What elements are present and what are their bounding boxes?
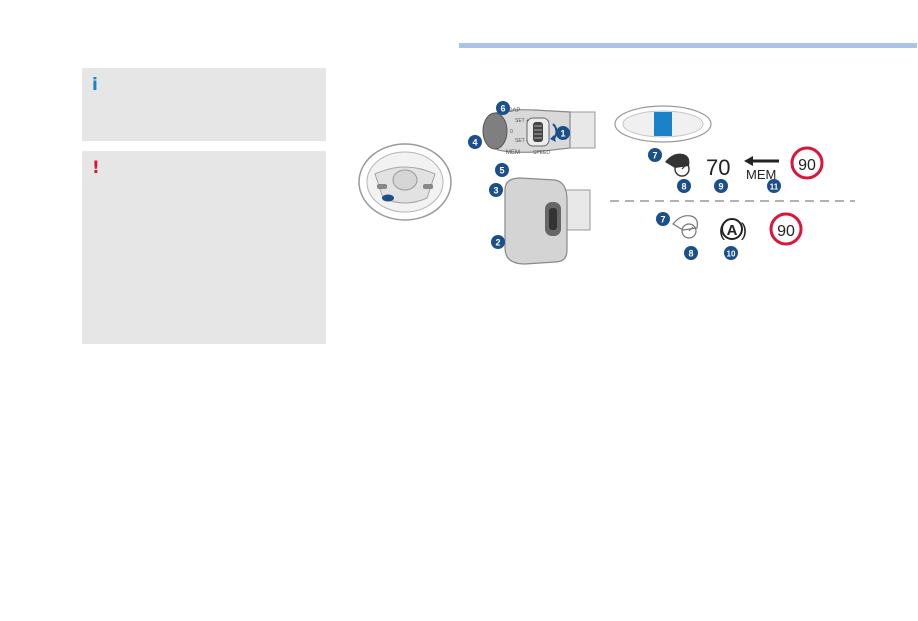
callout-11: 11 [767, 179, 781, 193]
speed-limit-sign [790, 146, 824, 180]
cruise-lever-side: CAP MEM SET + SET - 0 SPEED [482, 108, 596, 156]
svg-text:5: 5 [499, 166, 504, 176]
lever-location-highlight [382, 194, 394, 202]
speed-limit-value-1: 90 [798, 157, 816, 174]
display-row-active: 70 MEM 90 [665, 146, 824, 182]
set-minus-label: SET - [515, 138, 528, 144]
section-divider [459, 43, 917, 48]
svg-text:7: 7 [660, 215, 665, 225]
callout-2: 2 [491, 235, 505, 249]
mem-label: MEM [506, 150, 520, 156]
callouts: 6 4 5 1 3 2 7 8 9 11 7 8 10 [468, 101, 781, 260]
warning-note-box: ! [82, 151, 326, 344]
callout-1: 1 [556, 126, 570, 140]
callout-5: 5 [495, 163, 509, 177]
info-note-box: i [82, 68, 326, 141]
svg-text:3: 3 [493, 186, 498, 196]
cruise-control-icon [665, 153, 690, 168]
svg-text:1: 1 [560, 129, 565, 139]
figure-illustration: CAP MEM SET + SET - 0 SPEED 70 [358, 101, 855, 265]
callout-8-bottom: 8 [684, 246, 698, 260]
cap-label: CAP [508, 108, 520, 114]
speed-limit-value-2: 90 [777, 223, 795, 240]
auto-mode-close-paren: ) [741, 220, 747, 240]
callout-4: 4 [468, 135, 482, 149]
callout-7-top: 7 [648, 148, 662, 162]
warning-icon: ! [92, 158, 100, 178]
svg-text:8: 8 [688, 249, 693, 259]
svg-text:4: 4 [472, 138, 477, 148]
auto-mode-symbol: A [727, 222, 738, 239]
callout-10: 10 [724, 246, 738, 260]
speed-limit-sign-2 [769, 212, 803, 246]
svg-text:2: 2 [495, 238, 500, 248]
svg-text:7: 7 [652, 151, 657, 161]
steering-wheel-thumbnail [358, 143, 452, 221]
svg-text:9: 9 [718, 182, 723, 192]
speedometer-icon [674, 161, 690, 177]
cruise-control-figure: CAP MEM SET + SET - 0 SPEED 70 [355, 90, 875, 290]
speed-label: SPEED [533, 150, 550, 156]
set-speed-value: 70 [706, 155, 730, 180]
auto-mode-icon [721, 218, 743, 240]
svg-text:6: 6 [500, 104, 505, 114]
callout-6: 6 [496, 101, 510, 115]
cruise-control-outline-icon [672, 215, 698, 231]
svg-text:8: 8 [681, 182, 686, 192]
instrument-cluster-thumbnail [614, 105, 712, 143]
info-icon: i [92, 75, 98, 95]
callout-9: 9 [714, 179, 728, 193]
callout-3: 3 [489, 183, 503, 197]
set-plus-label: SET + [515, 118, 529, 124]
callout-8-top: 8 [677, 179, 691, 193]
display-highlight [654, 112, 672, 136]
svg-text:10: 10 [727, 250, 736, 259]
svg-text:11: 11 [770, 183, 779, 192]
display-row-inactive: ( A ) 90 [672, 212, 803, 246]
callout-7-bottom: 7 [656, 212, 670, 226]
cruise-lever-front [504, 177, 591, 265]
mem-display-label: MEM [746, 167, 776, 182]
o-label: 0 [510, 129, 513, 135]
speedometer-outline-icon [681, 223, 697, 239]
